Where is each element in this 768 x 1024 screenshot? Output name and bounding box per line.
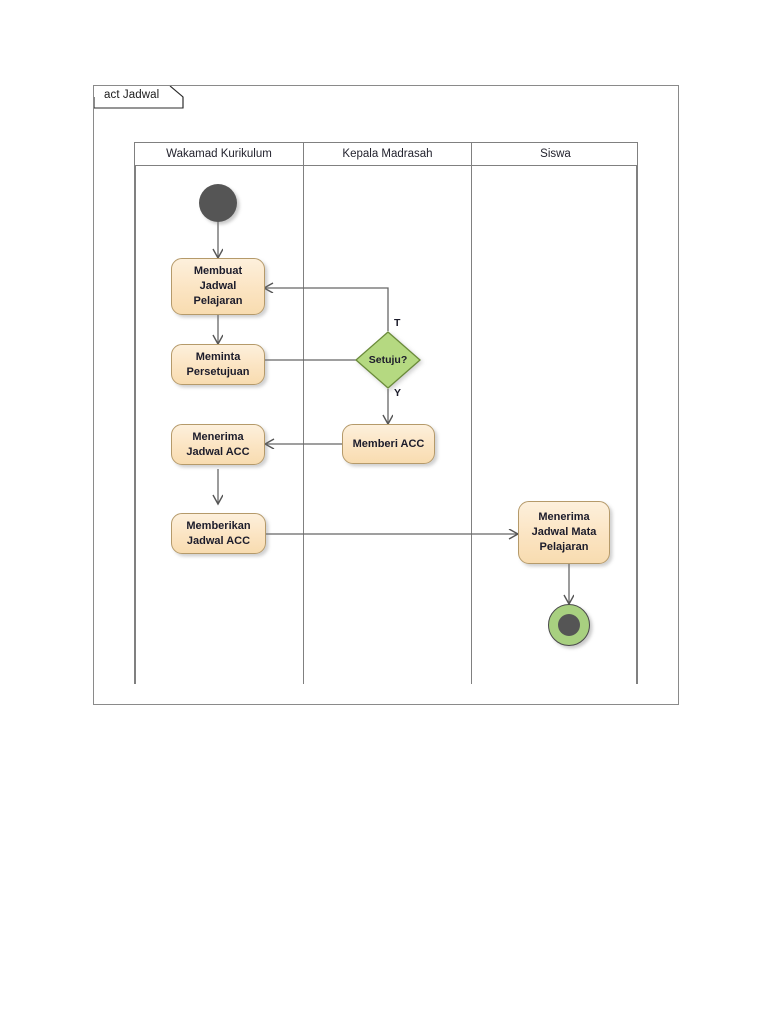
frame-tab-shape-icon bbox=[94, 86, 184, 109]
final-node-core bbox=[558, 614, 580, 636]
decision-node-setuju[interactable]: Setuju? bbox=[355, 331, 421, 389]
nodes-layer: Membuat Jadwal Pelajaran Meminta Persetu… bbox=[94, 86, 680, 706]
action-node-menerima-jadwal-acc[interactable]: Menerima Jadwal ACC bbox=[171, 424, 265, 465]
activity-diagram-frame: act Jadwal Wakamad Kurikulum Kepala Madr… bbox=[93, 85, 679, 705]
swimlane-divider-2 bbox=[470, 166, 473, 684]
action-node-memberikan-jadwal-acc[interactable]: Memberikan Jadwal ACC bbox=[171, 513, 266, 554]
decision-node-label: Setuju? bbox=[368, 354, 408, 366]
swimlane-header-kepala-madrasah: Kepala Madrasah bbox=[304, 143, 472, 165]
swimlane-divider-1 bbox=[302, 166, 305, 684]
swimlane-divider-right bbox=[636, 166, 638, 684]
swimlane-header-row: Wakamad Kurikulum Kepala Madrasah Siswa bbox=[134, 142, 638, 166]
swimlane-header-wakamad-kurikulum: Wakamad Kurikulum bbox=[135, 143, 304, 165]
swimlane-divider-left bbox=[134, 166, 136, 684]
edge-label-yes: Y bbox=[394, 387, 402, 399]
final-node[interactable] bbox=[548, 604, 590, 646]
edge-label-no: T bbox=[394, 317, 401, 329]
frame-title-label: act Jadwal bbox=[104, 89, 160, 101]
swimlane-header-siswa: Siswa bbox=[540, 148, 571, 160]
swimlane-grid: Wakamad Kurikulum Kepala Madrasah Siswa bbox=[134, 142, 638, 684]
initial-node[interactable] bbox=[199, 184, 237, 222]
action-node-menerima-jadwal-mata-pelajaran[interactable]: Menerima Jadwal Mata Pelajaran bbox=[518, 501, 610, 564]
action-node-meminta-persetujuan[interactable]: Meminta Persetujuan bbox=[171, 344, 265, 385]
action-node-memberi-acc[interactable]: Memberi ACC bbox=[342, 424, 435, 464]
diamond-shape-icon bbox=[355, 331, 421, 389]
action-node-membuat-jadwal-pelajaran[interactable]: Membuat Jadwal Pelajaran bbox=[171, 258, 265, 315]
